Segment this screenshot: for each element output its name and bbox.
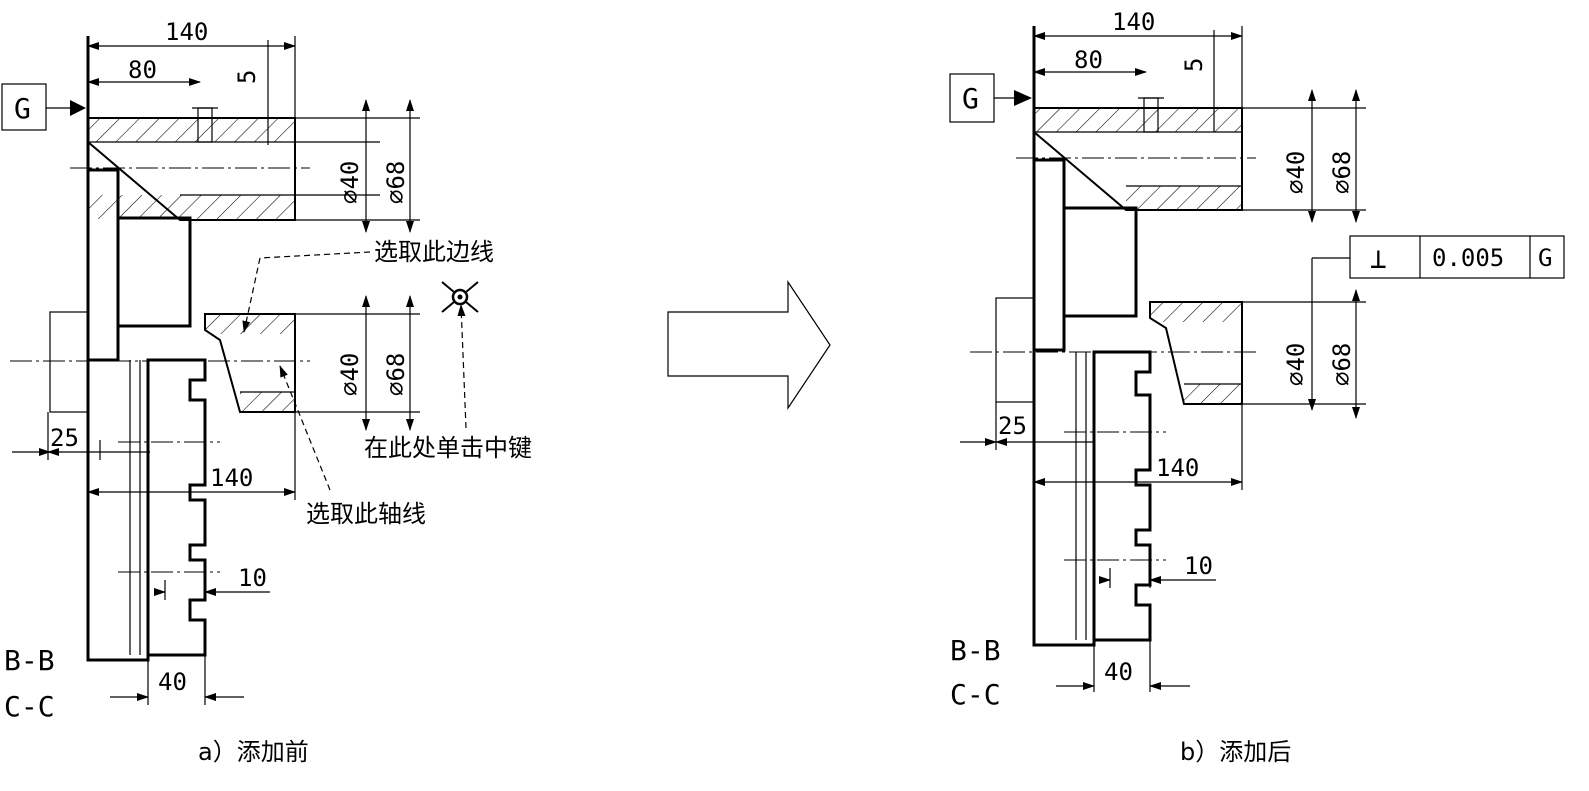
dim-140-top-right: 140 <box>1112 8 1155 36</box>
tolerance-value: 0.005 <box>1432 244 1504 272</box>
dim-dia68-top-right: ⌀68 <box>1328 151 1356 194</box>
datum-box-g <box>1 83 47 131</box>
dim-dia68-bottom: ⌀68 <box>382 353 410 396</box>
dim-10-right: 10 <box>1184 552 1213 580</box>
caption-after: b）添加后 <box>1180 738 1291 766</box>
transition-arrow-icon <box>667 280 831 410</box>
left-drawing: G 140 80 5 25 <box>1 18 532 766</box>
dim-140-top: 140 <box>165 18 208 46</box>
dim-dia40-bottom-right: ⌀40 <box>1282 343 1310 386</box>
middle-click-cursor-icon <box>441 281 479 313</box>
dim-80-right: 80 <box>1074 46 1103 74</box>
dim-10: 10 <box>238 564 267 592</box>
annotation-select-edge: 选取此边线 <box>374 238 494 266</box>
datum-letter: G <box>14 92 31 125</box>
annotation-select-axis: 选取此轴线 <box>306 500 426 528</box>
dim-140-mid-right: 140 <box>1156 454 1199 482</box>
dim-dia68-top: ⌀68 <box>382 161 410 204</box>
right-drawing: G 140 80 5 25 <box>949 8 1565 766</box>
dim-dia68-bottom-right: ⌀68 <box>1328 343 1356 386</box>
perpendicularity-icon: ⊥ <box>1370 242 1387 275</box>
dim-dia40-top: ⌀40 <box>336 161 364 204</box>
datum-triangle <box>70 100 86 116</box>
dim-25-right: 25 <box>998 412 1027 440</box>
dim-dia40-top-right: ⌀40 <box>1282 151 1310 194</box>
dim-140-mid: 140 <box>210 464 253 492</box>
tolerance-datum: G <box>1538 244 1552 272</box>
section-label-bb-right: B-B <box>950 634 1001 667</box>
dim-40-right: 40 <box>1104 658 1133 686</box>
body-outline <box>86 36 207 662</box>
dim-80: 80 <box>128 56 157 84</box>
dim-5-right: 5 <box>1180 58 1208 72</box>
tolerance-frame: ⊥ 0.005 G <box>1349 235 1565 279</box>
section-label-bb: B-B <box>4 644 55 677</box>
section-label-cc: C-C <box>4 690 55 723</box>
datum-letter-right: G <box>962 82 979 115</box>
body-outline-right <box>1032 26 1152 647</box>
caption-before: a）添加前 <box>198 738 309 766</box>
section-label-cc-right: C-C <box>950 678 1001 711</box>
dim-5: 5 <box>233 70 261 84</box>
annotation-middle-click: 在此处单击中键 <box>364 434 532 462</box>
dim-40: 40 <box>158 668 187 696</box>
dim-dia40-bottom: ⌀40 <box>336 353 364 396</box>
dim-25: 25 <box>50 424 79 452</box>
